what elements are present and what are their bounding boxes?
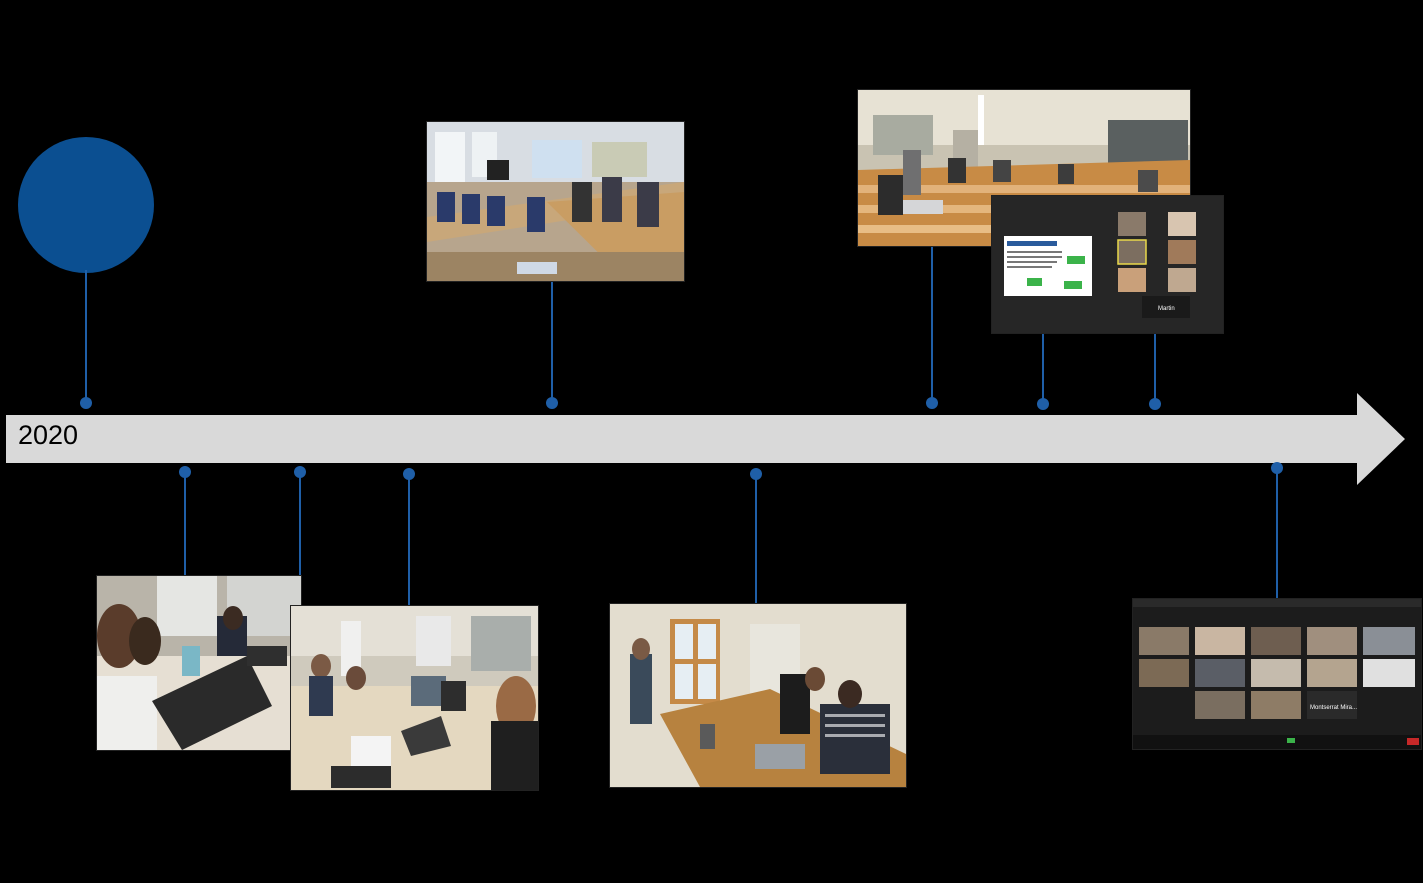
start-circle <box>18 137 154 273</box>
timeline-dot <box>294 466 306 478</box>
timeline-dot <box>80 397 92 409</box>
video-call-slides-photo: Martin <box>991 195 1224 334</box>
workshop-photo-1 <box>96 575 302 751</box>
timeline-dot <box>1271 462 1283 474</box>
participant-name: Martin <box>1158 306 1175 312</box>
timeline-dot <box>179 466 191 478</box>
timeline-dot <box>750 468 762 480</box>
timeline-dot <box>1149 398 1161 410</box>
meeting-room-photo <box>609 603 907 788</box>
timeline-arrow <box>6 393 1405 485</box>
speaker-name: Montserrat Mira... <box>1310 705 1357 711</box>
timeline-dot <box>1037 398 1049 410</box>
video-call-gallery-photo: Montserrat Mira... <box>1132 598 1422 750</box>
timeline-dot <box>403 468 415 480</box>
timeline-dot <box>546 397 558 409</box>
year-label: 2020 <box>18 420 79 450</box>
workshop-photo-2 <box>290 605 539 791</box>
timeline-dot <box>926 397 938 409</box>
conference-room-photo <box>426 121 685 282</box>
